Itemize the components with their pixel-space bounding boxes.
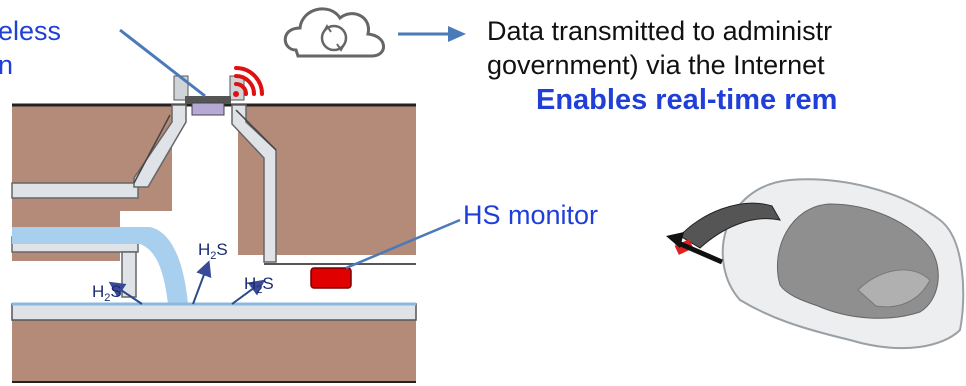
main-pipe bbox=[11, 302, 417, 321]
hs-monitor-label: HS monitor bbox=[463, 200, 599, 230]
hs-pointer bbox=[345, 218, 461, 270]
data-transmitted-line1: Data transmitted to administr bbox=[487, 16, 833, 46]
hs-monitor-device bbox=[666, 178, 965, 350]
wifi-signal-icon bbox=[233, 66, 264, 97]
wireless-pointer bbox=[119, 28, 206, 98]
h2s-label: H2S bbox=[92, 282, 122, 304]
arrow-right-icon bbox=[398, 26, 466, 42]
hs-sensor bbox=[310, 267, 352, 289]
enables-label: Enables real-time rem bbox=[536, 84, 838, 116]
wireless-label-line2: n bbox=[0, 50, 14, 80]
wireless-unit bbox=[185, 96, 231, 116]
h2s-label: H2S bbox=[198, 240, 228, 262]
wireless-label-line1: eless bbox=[0, 16, 62, 46]
data-transmitted-line2: government) via the Internet bbox=[487, 50, 825, 80]
gas-arrows bbox=[108, 260, 266, 305]
h2s-label: H2S bbox=[244, 274, 274, 296]
h2s-labels: H2S H2S H2S bbox=[92, 240, 274, 304]
water-stream bbox=[12, 227, 188, 304]
wireless-label: eless n bbox=[0, 14, 61, 82]
manhole bbox=[133, 75, 416, 265]
data-transmitted-label: Data transmitted to administr government… bbox=[487, 14, 832, 82]
cloud-sync-icon bbox=[283, 7, 385, 58]
